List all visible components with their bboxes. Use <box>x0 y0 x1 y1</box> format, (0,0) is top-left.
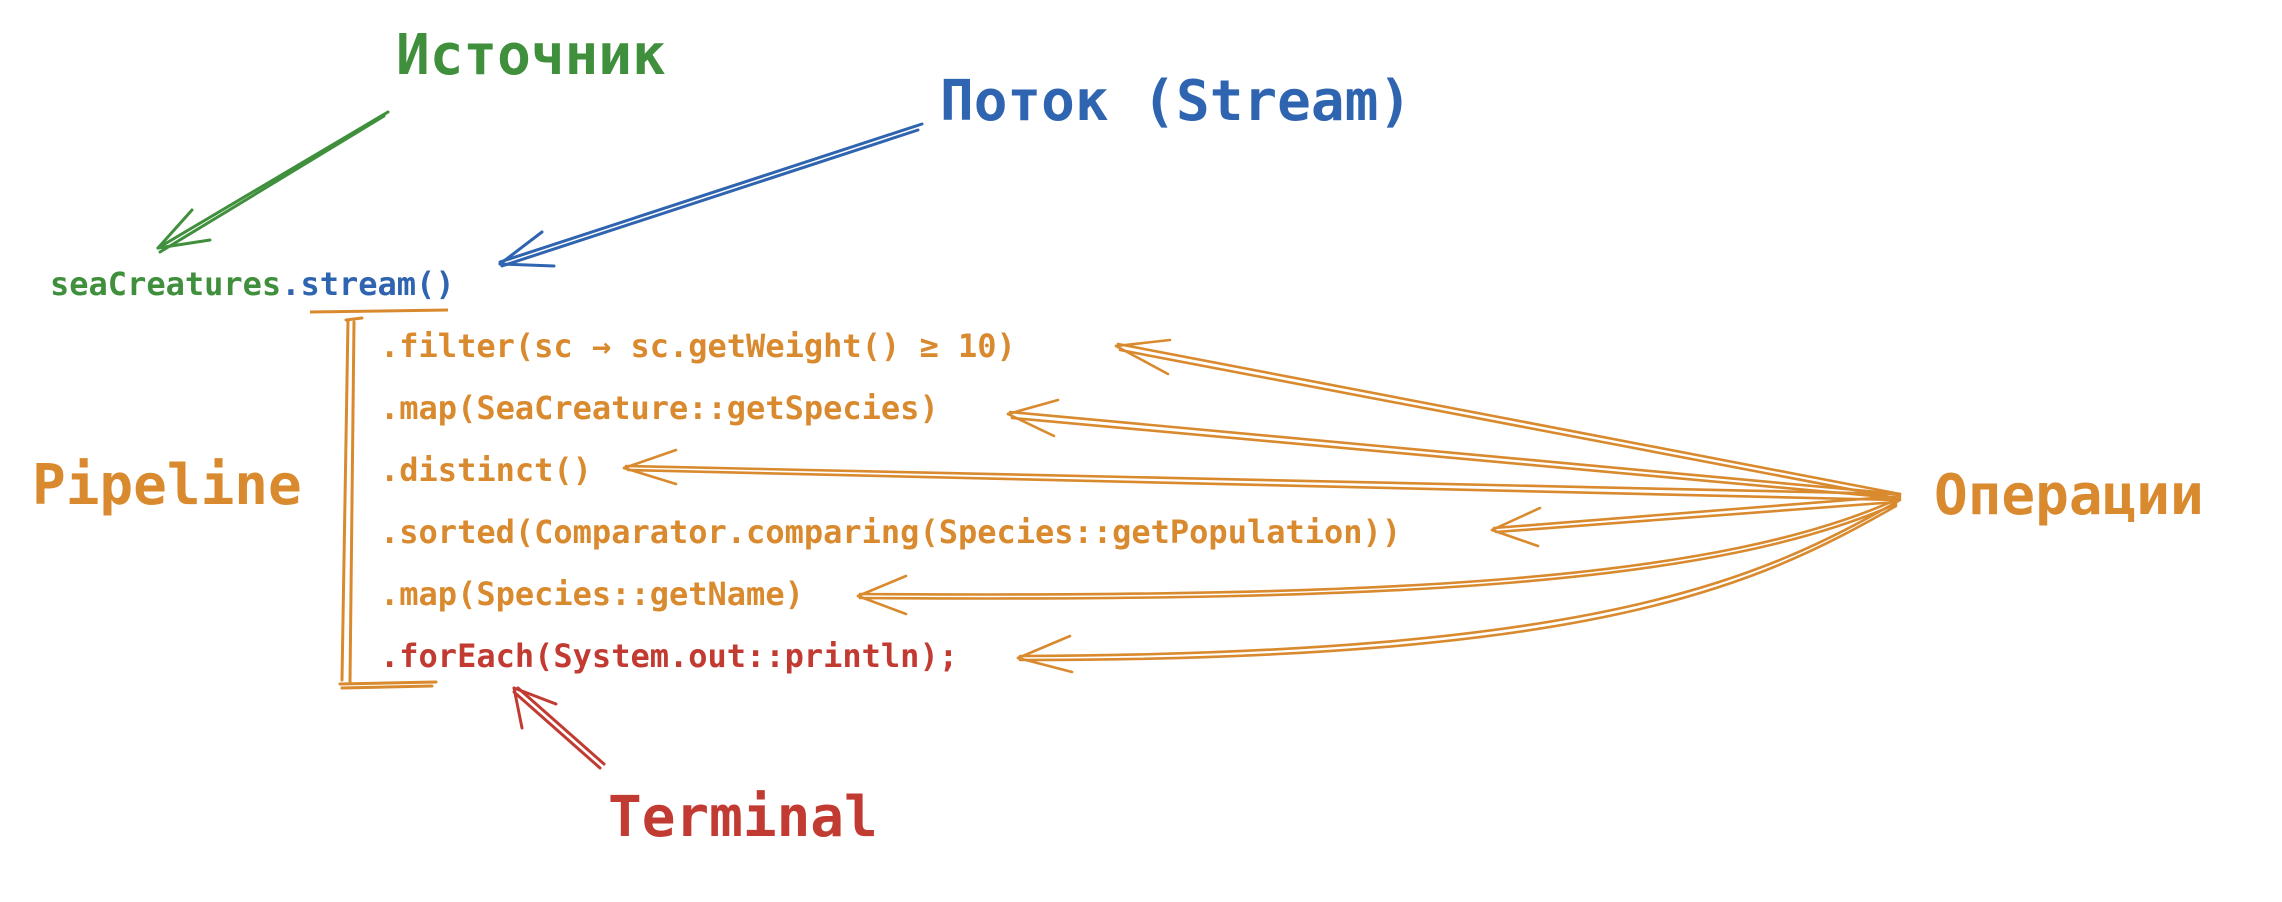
operation-arrow-sorted <box>1492 494 1902 530</box>
source-code: seaCreatures <box>50 265 282 303</box>
terminal-arrow <box>512 686 606 770</box>
terminal-label: Terminal <box>608 785 878 850</box>
stream-source-line: seaCreatures.stream() <box>50 268 455 300</box>
source-arrow <box>156 110 390 254</box>
code-line-map-name: .map(Species::getName) <box>380 575 804 613</box>
code-line-distinct: .distinct() <box>380 451 592 489</box>
operation-arrow-distinct <box>624 464 1902 496</box>
code-line-filter: .filter(sc → sc.getWeight() ≥ 10) <box>380 327 1016 365</box>
operation-arrow-filter <box>1116 342 1902 496</box>
pipeline-bracket <box>338 316 438 690</box>
code-line-map-species: .map(SeaCreature::getSpecies) <box>380 389 939 427</box>
stream-label: Поток (Stream) <box>940 69 1413 134</box>
code-line-sorted: .sorted(Comparator.comparing(Species::ge… <box>380 513 1402 551</box>
operation-arrow-map <box>1008 410 1902 496</box>
operations-label: Операции <box>1934 463 2204 528</box>
pipeline-label: Pipeline <box>32 453 302 518</box>
stream-code: .stream() <box>281 265 455 303</box>
code-line-foreach: .forEach(System.out::println); <box>380 637 958 675</box>
stream-underline <box>309 308 449 314</box>
operations-arrows <box>622 338 1902 674</box>
operation-arrow-foreach <box>1018 498 1902 658</box>
stream-arrow <box>498 122 924 268</box>
operation-arrow-map-name <box>858 496 1902 596</box>
source-label: Источник <box>396 23 666 88</box>
